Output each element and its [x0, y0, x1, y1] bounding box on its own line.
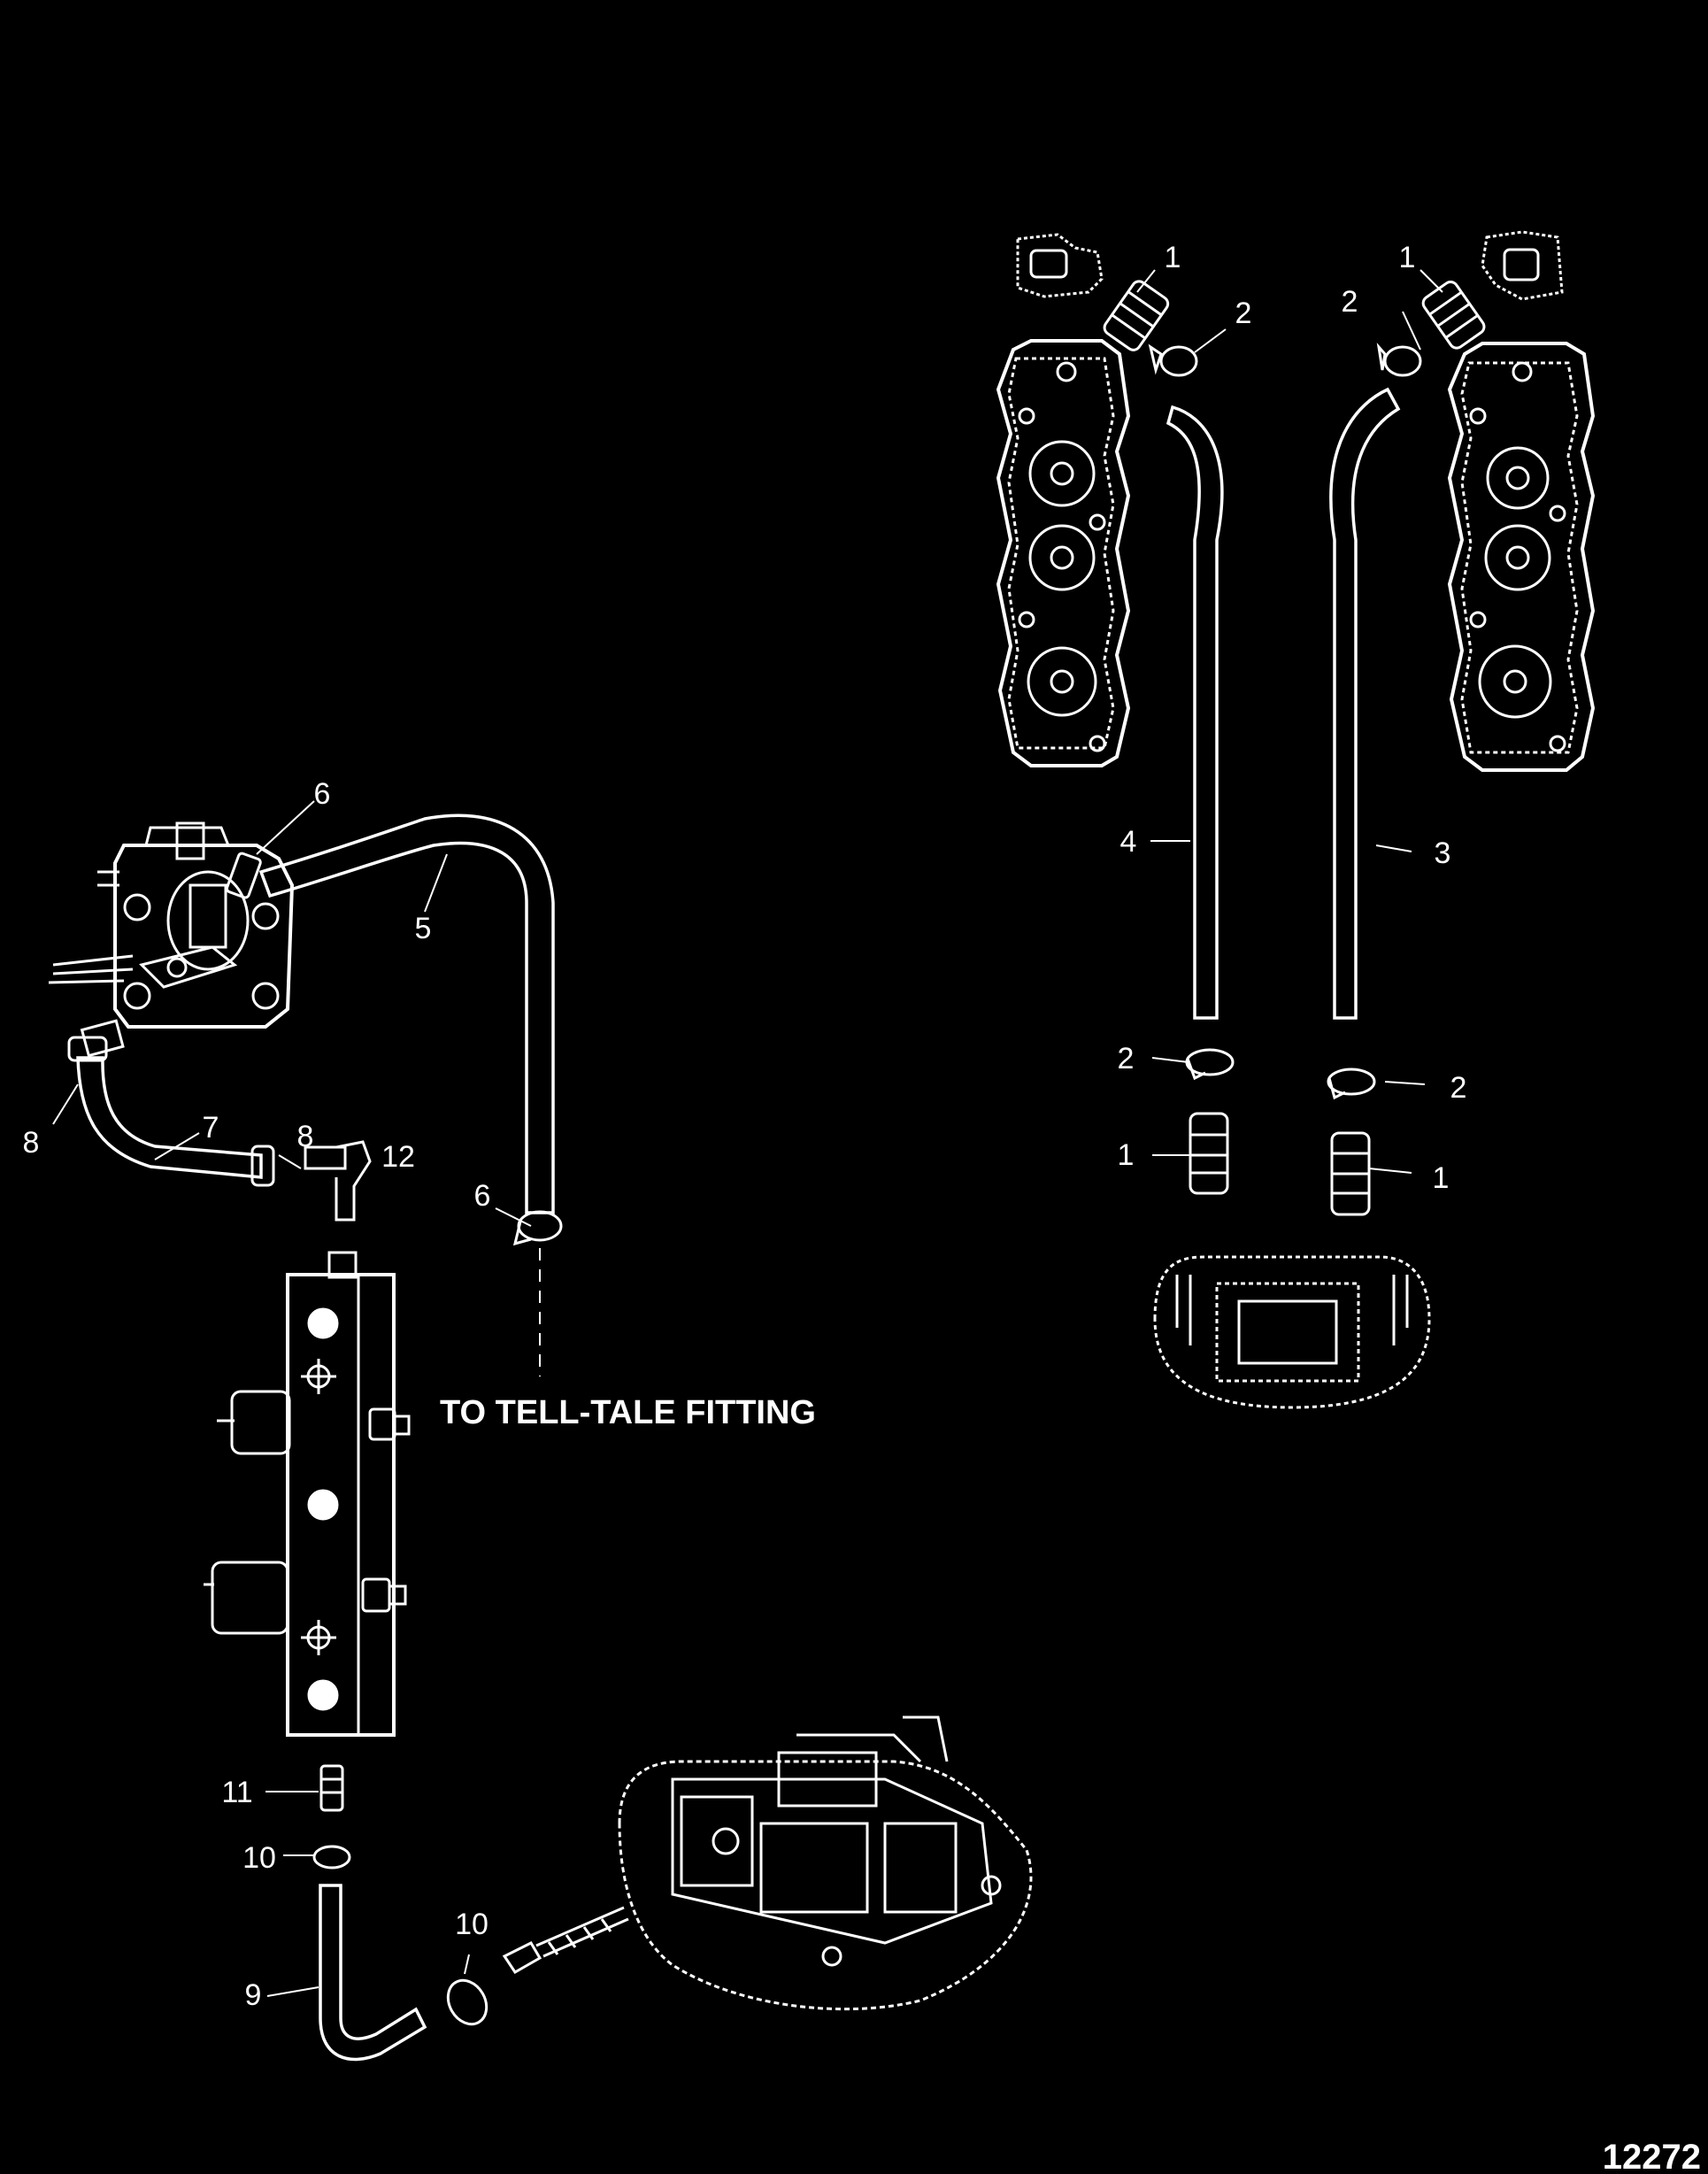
callout-11: 11 — [221, 1776, 252, 1809]
left-cover-plate — [996, 339, 1131, 767]
callout-2-bottom-right: 2 — [1450, 1071, 1467, 1105]
clamp-8-pump — [67, 1036, 108, 1062]
leader-lines — [52, 269, 1443, 1997]
hose-5 — [258, 813, 555, 1214]
callout-3: 3 — [1435, 836, 1451, 870]
callout-6-bottom: 6 — [474, 1179, 491, 1213]
fitting-11 — [319, 1764, 344, 1812]
callout-1-bottom-right: 1 — [1433, 1161, 1450, 1195]
fitting-bottom-right — [1330, 1131, 1371, 1216]
callout-10-bottom: 10 — [455, 1908, 489, 1941]
clamp-8-hose — [250, 1145, 275, 1187]
callout-7: 7 — [203, 1111, 219, 1145]
crankcase-section-right — [1153, 1255, 1431, 1409]
callout-8-left: 8 — [23, 1126, 40, 1160]
right-cover-gasket — [1481, 230, 1564, 301]
callout-12: 12 — [381, 1140, 415, 1174]
clamp-10-top — [312, 1845, 351, 1869]
clamp-bottom-right — [1327, 1068, 1376, 1100]
callout-4: 4 — [1120, 825, 1137, 859]
crankcase-section-left — [618, 1715, 1033, 2011]
figure-number: 12272 — [1603, 2138, 1701, 2174]
tell-tale-fitting — [502, 1906, 629, 1974]
fuel-manifold — [204, 1251, 411, 1737]
callout-5: 5 — [415, 912, 432, 945]
hose-3 — [1329, 387, 1401, 1020]
callout-10-top: 10 — [242, 1841, 276, 1875]
tell-tale-note: TO TELL-TALE FITTING — [440, 1394, 816, 1431]
fitting-top-left — [1103, 280, 1170, 351]
elbow-fitting-12 — [304, 1140, 372, 1222]
fitting-bottom-left — [1189, 1112, 1229, 1195]
callout-2-bottom-left: 2 — [1118, 1042, 1135, 1075]
callout-1-bottom-left: 1 — [1118, 1138, 1135, 1172]
clamp-6-bottom — [512, 1210, 563, 1246]
callout-2-top-left: 2 — [1235, 297, 1252, 330]
callout-1-top-left: 1 — [1165, 241, 1181, 274]
hose-9 — [319, 1884, 427, 2062]
callouts: 1 2 1 2 4 3 2 2 1 1 6 5 8 7 8 12 6 11 10… — [23, 241, 1467, 2012]
callout-1-top-right: 1 — [1399, 241, 1416, 274]
clamp-10-bottom — [446, 1978, 489, 2026]
callout-6-top: 6 — [314, 777, 331, 811]
fitting-6-pump — [225, 852, 262, 899]
clamp-top-right — [1376, 343, 1422, 377]
hose-4 — [1166, 405, 1224, 1020]
fitting-top-right — [1421, 280, 1486, 350]
right-cover-plate — [1447, 342, 1596, 772]
callout-2-top-right: 2 — [1342, 285, 1358, 319]
clamp-top-left — [1148, 343, 1198, 377]
hose-7 — [76, 1056, 263, 1179]
callout-9: 9 — [245, 1978, 262, 2012]
callout-8-right: 8 — [297, 1120, 314, 1153]
left-cover-gasket — [1016, 233, 1104, 298]
